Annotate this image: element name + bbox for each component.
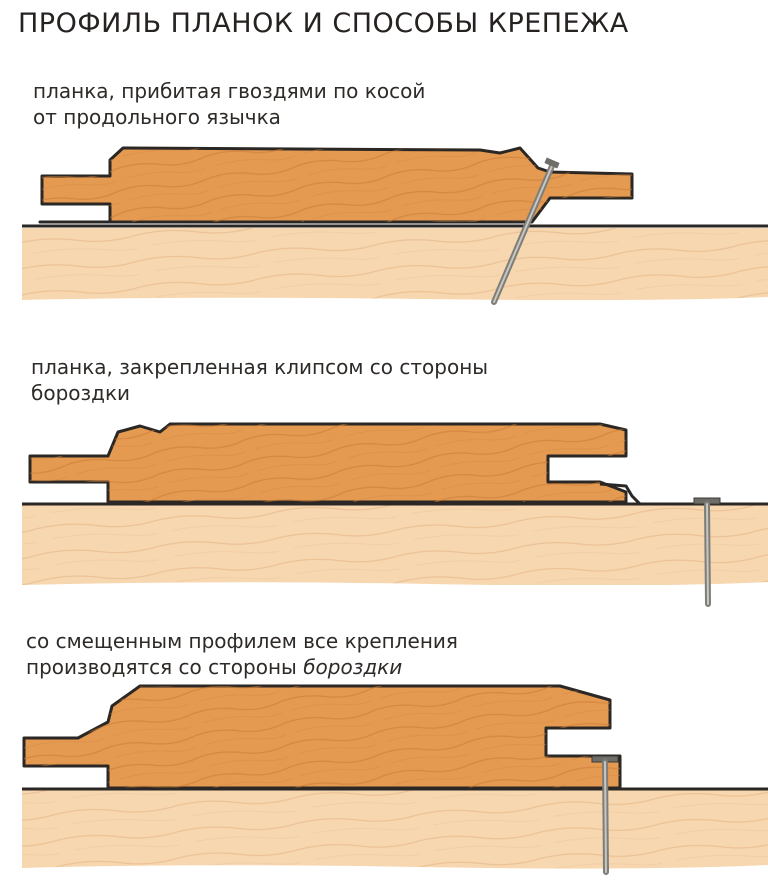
caption-line: со смещенным профилем все крепления	[26, 629, 458, 653]
section-1-diagram	[22, 146, 768, 310]
wood-plank	[22, 422, 768, 506]
page-title: ПРОФИЛЬ ПЛАНОК И СПОСОБЫ КРЕПЕЖА	[18, 8, 629, 39]
base-surface	[22, 505, 768, 596]
caption-text: производятся со стороны	[26, 655, 304, 679]
caption-nailed-board: планка, прибитая гвоздями по косой от пр…	[33, 78, 425, 130]
nail-icon	[491, 157, 560, 305]
base-surface	[22, 790, 768, 884]
section-3-diagram	[22, 684, 768, 884]
caption-line: планка, прибитая гвоздями по косой	[33, 79, 426, 103]
base-surface	[22, 228, 768, 310]
caption-line: планка, закрепленная клипсом со стороны	[31, 355, 489, 379]
caption-line: производятся со стороны бороздки	[26, 654, 458, 680]
nail-icon	[693, 497, 721, 607]
caption-clip-board: планка, закрепленная клипсом со стороны …	[31, 354, 488, 406]
clip-icon	[599, 482, 700, 506]
section-2-diagram	[22, 422, 768, 607]
caption-italic-text: бороздки	[303, 655, 403, 679]
caption-offset-profile: со смещенным профилем все крепления прои…	[26, 628, 458, 680]
nail-icon	[591, 755, 619, 875]
wood-plank	[22, 146, 768, 228]
caption-line: от продольного язычка	[33, 105, 281, 129]
wood-plank	[22, 684, 768, 791]
caption-line: бороздки	[31, 381, 131, 405]
